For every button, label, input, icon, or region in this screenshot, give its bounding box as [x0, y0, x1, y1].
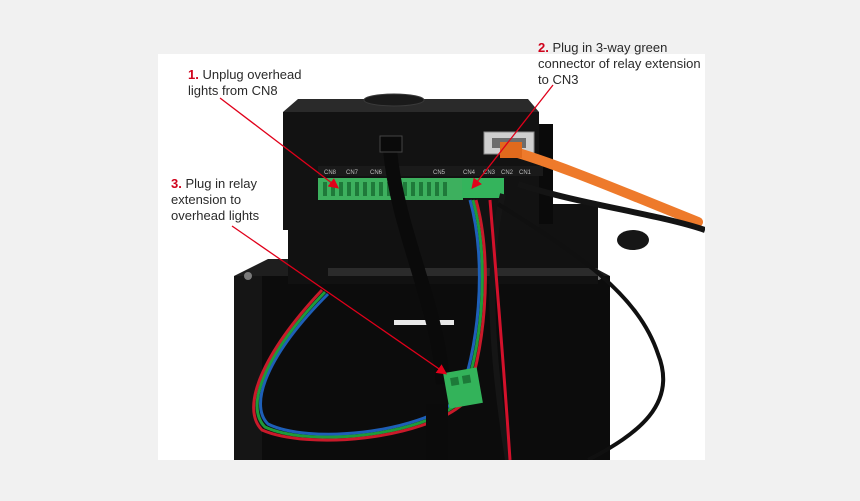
callout-3: 3. Plug in relay extension to overhead l…: [171, 176, 259, 224]
callout-1-line-1: Unplug overhead: [202, 67, 302, 82]
board-label-cn4: CN4: [463, 170, 476, 176]
top-knob: [363, 93, 425, 107]
relay-module: [426, 404, 448, 460]
rgb-wire-bundle: [259, 199, 481, 436]
board-label-cn1: CN1: [519, 170, 532, 176]
cn3-connector: [462, 178, 504, 198]
ferrite-bead: [617, 230, 649, 250]
callout-1: 1. Unplug overhead lights from CN8: [188, 67, 302, 99]
lower-enclosure-left-face: [234, 276, 262, 460]
callout-1-number: 1.: [188, 67, 199, 82]
board-label-strip: [318, 166, 543, 176]
callout-2-line-2: connector of relay extension: [538, 56, 701, 71]
callout-3-line-2: extension to: [171, 192, 242, 207]
callout-2: 2. Plug in 3-way green connector of rela…: [538, 40, 701, 88]
callout-3-line-3: overhead lights: [171, 208, 260, 223]
callout-1-line-2: lights from CN8: [188, 83, 278, 98]
screw: [244, 272, 252, 280]
board-label-cn3: CN3: [483, 170, 496, 176]
relay-green-connector: [443, 367, 483, 409]
callout-2-line-1: Plug in 3-way green: [552, 40, 668, 55]
board-label-cn8: CN8: [324, 170, 337, 176]
device-photo: CN8 CN7 CN6 CN5 CN4 CN3 CN2 CN1: [158, 54, 705, 460]
vent-strip: [328, 268, 598, 276]
callout-3-number: 3.: [171, 176, 182, 191]
device-photo-drawing: CN8 CN7 CN6 CN5 CN4 CN3 CN2 CN1: [234, 93, 705, 460]
callout-2-number: 2.: [538, 40, 549, 55]
board-label-cn7: CN7: [346, 170, 359, 176]
board-label-cn2: CN2: [501, 170, 514, 176]
slot: [394, 320, 454, 325]
black-cable: [489, 193, 511, 460]
black-cable: [517, 181, 705, 233]
board-label-cn5: CN5: [433, 170, 446, 176]
board-label-cn6: CN6: [370, 170, 383, 176]
callout-2-line-3: to CN3: [538, 72, 579, 87]
black-cable: [496, 202, 666, 460]
red-wire: [488, 199, 512, 460]
callout-3-line-1: Plug in relay: [185, 176, 258, 191]
